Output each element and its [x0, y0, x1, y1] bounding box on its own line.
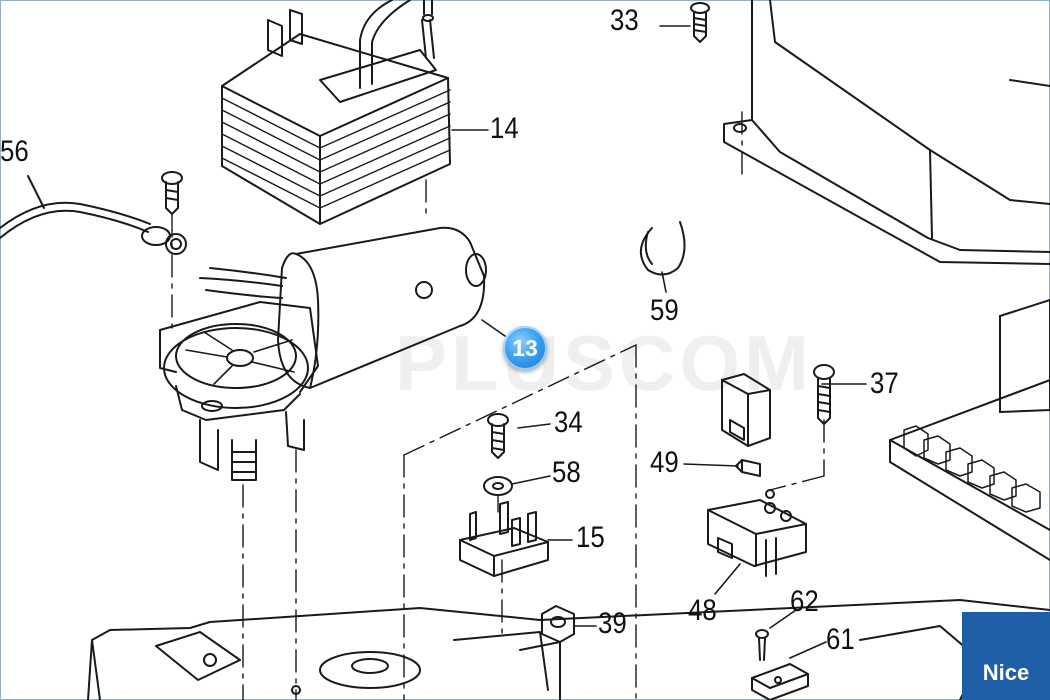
ring-59	[640, 221, 686, 276]
leader-lines	[451, 25, 867, 659]
bracket-61	[751, 663, 809, 700]
transformer-14	[221, 0, 451, 225]
part-label-56[interactable]: 56	[0, 135, 29, 168]
part-label-39[interactable]: 39	[598, 607, 627, 640]
control-board	[889, 299, 1050, 561]
part-label-61[interactable]: 61	[826, 623, 855, 656]
cover-housing	[723, 0, 1050, 265]
nut-39	[541, 605, 575, 643]
part-label-62[interactable]: 62	[790, 585, 819, 618]
part-hotspot-13[interactable]: 13	[503, 326, 547, 370]
part-label-33[interactable]: 33	[610, 4, 639, 37]
part-label-34[interactable]: 34	[554, 406, 583, 439]
part-label-59[interactable]: 59	[650, 294, 679, 327]
screw-34	[487, 413, 509, 459]
washer-58	[483, 476, 513, 496]
terminal-block-48	[707, 489, 807, 577]
screw-motor	[161, 171, 183, 215]
watermark: PLUSCOM	[395, 319, 813, 407]
cable-56	[0, 175, 187, 255]
part-label-58[interactable]: 58	[552, 456, 581, 489]
part-label-37[interactable]: 37	[870, 367, 899, 400]
part-label-49[interactable]: 49	[650, 446, 679, 479]
fuse-49	[735, 459, 761, 477]
part-label-48[interactable]: 48	[688, 594, 717, 627]
part-label-15[interactable]: 15	[576, 521, 605, 554]
nice-logo: Nice	[962, 612, 1050, 700]
base-housing	[87, 599, 1050, 700]
part-label-14[interactable]: 14	[490, 112, 519, 145]
screw-37	[813, 364, 835, 425]
rectifier-15	[459, 501, 549, 577]
assembly-axes	[171, 111, 825, 700]
screw-33	[690, 2, 710, 43]
connector-block	[721, 373, 771, 447]
gear-motor-13	[159, 226, 487, 481]
screw-62	[755, 629, 769, 661]
